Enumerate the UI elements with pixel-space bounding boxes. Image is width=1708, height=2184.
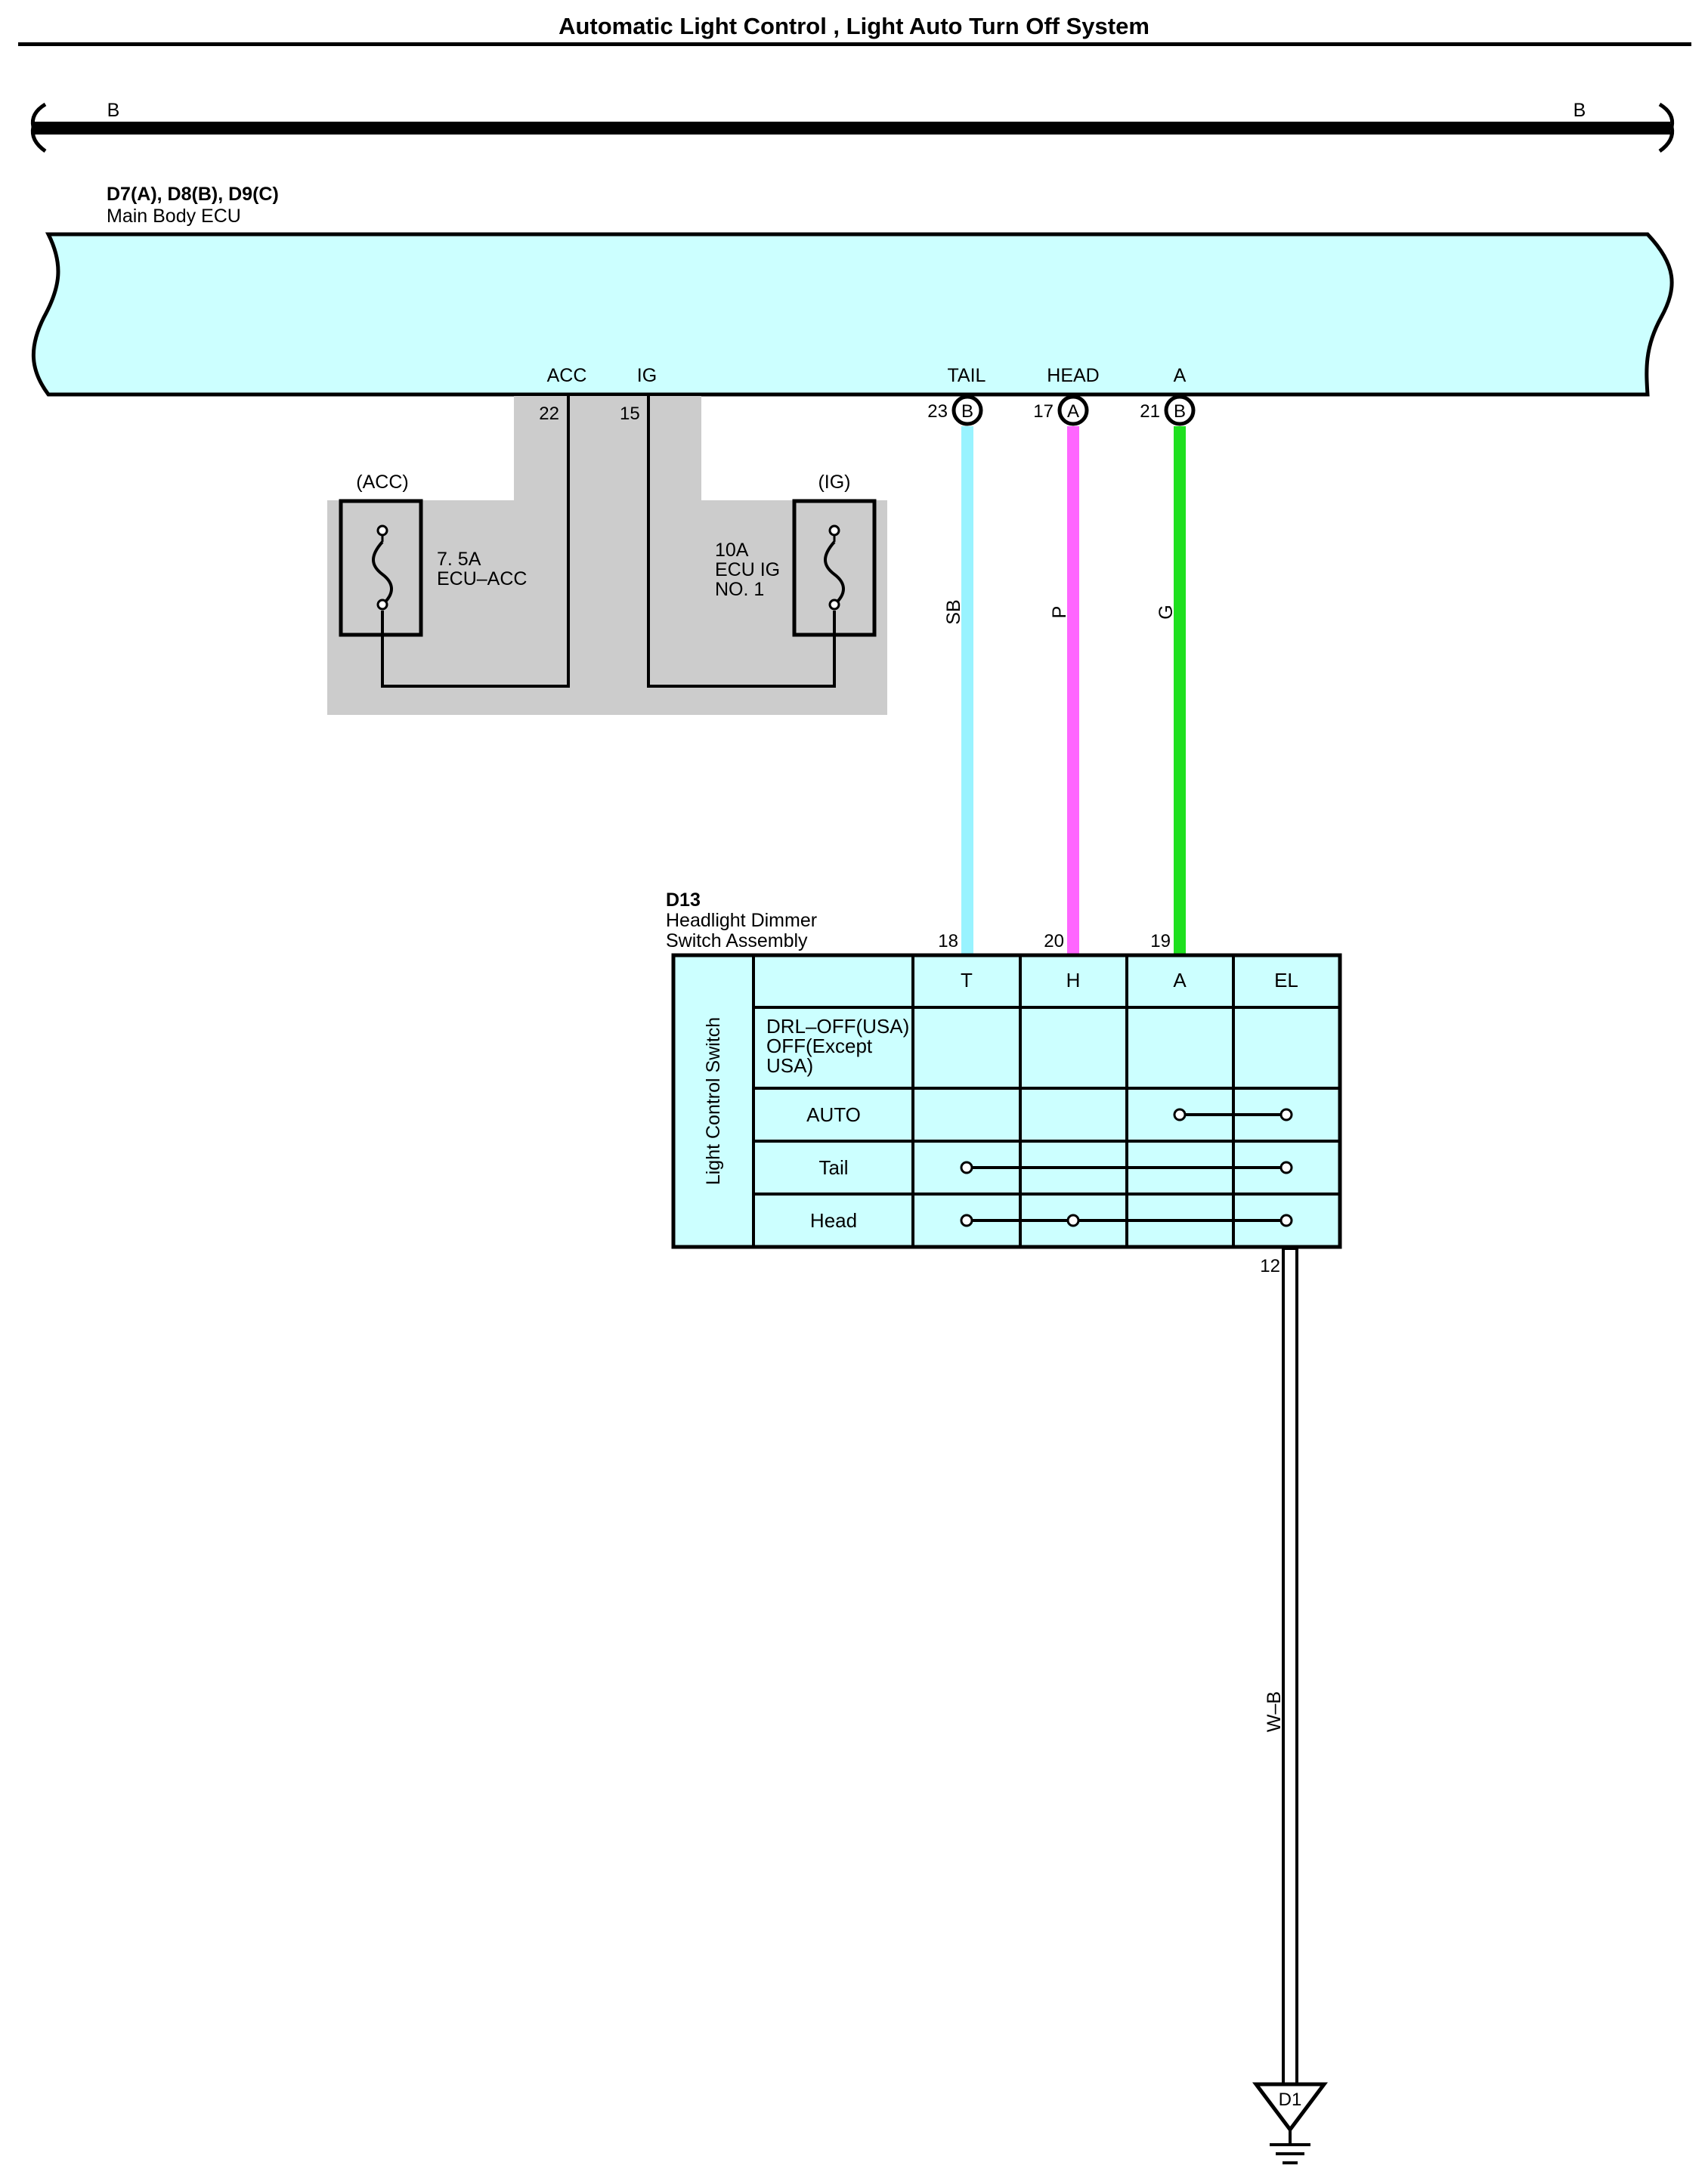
- fuse-ig-rating: 10A: [715, 540, 749, 561]
- signal-wires: SB P G: [943, 426, 1186, 955]
- ecu-pin-name-a: A: [1174, 365, 1187, 386]
- fuse-acc-terminal-top: [376, 524, 388, 537]
- switch-row-off-line2: OFF(Except: [766, 1035, 873, 1057]
- switch-grid: [753, 955, 1340, 1247]
- switch-contact-dot: [960, 1214, 973, 1227]
- ecu-pin-number-ig: 15: [620, 404, 640, 424]
- fuse-ig-terminal-top: [828, 524, 840, 537]
- ecu-code: D7(A), D8(B), D9(C): [107, 184, 279, 205]
- ground-label: D1: [1279, 2090, 1302, 2110]
- ecu-block: D7(A), D8(B), D9(C) Main Body ECU ACC IG…: [31, 184, 1674, 397]
- switch-col-h: H: [1066, 969, 1081, 991]
- ecu-pin-number-head: 17: [1033, 401, 1054, 422]
- title-rule: [18, 42, 1691, 46]
- switch-contact-dot: [1173, 1108, 1187, 1121]
- wire-sb: [961, 426, 973, 955]
- junction-block: [327, 396, 887, 715]
- fuse-ig-source: (IG): [818, 472, 850, 493]
- bus-right-bracket: [1658, 102, 1675, 153]
- switch-pin-19: 19: [1150, 931, 1171, 951]
- ecu-pin-name-acc: ACC: [547, 365, 587, 386]
- switch-pin-18: 18: [938, 931, 958, 951]
- fuse-ig-name-line1: ECU IG: [715, 559, 780, 580]
- switch-pin-12: 12: [1260, 1256, 1280, 1276]
- fuse-ig: (IG) 10A ECU IG NO. 1: [715, 472, 877, 637]
- switch-body: [671, 953, 1342, 1249]
- switch-name-line2: Switch Assembly: [666, 930, 808, 951]
- switch-header: D13 Headlight Dimmer Switch Assembly 18 …: [666, 889, 1171, 951]
- fuse-ig-symbol: [824, 540, 845, 606]
- switch-row-auto: AUTO: [806, 1103, 861, 1126]
- fuse-acc-box: [339, 499, 423, 637]
- switch-pin-20: 20: [1044, 931, 1064, 951]
- page-title: Automatic Light Control , Light Auto Tur…: [559, 13, 1149, 39]
- ecu-pin-name-ig: IG: [637, 365, 657, 386]
- junction-area: 22 15: [327, 396, 887, 715]
- ecu-name: Main Body ECU: [107, 206, 241, 227]
- fuse-ig-name-line2: NO. 1: [715, 579, 764, 600]
- ig-fuse-wire: [647, 396, 836, 688]
- ecu-body: [31, 232, 1674, 397]
- switch-code: D13: [666, 889, 701, 911]
- ecu-pin-number-tail: 23: [927, 401, 948, 422]
- connector-tail: [951, 394, 983, 426]
- switch-table: Light Control Switch T H A EL DRL–OFF(US…: [671, 953, 1342, 1249]
- wire-g: [1174, 426, 1186, 955]
- switch-row-tail: Tail: [818, 1156, 848, 1179]
- ecu-pin-name-head: HEAD: [1047, 365, 1099, 386]
- wire-sb-label: SB: [943, 599, 964, 624]
- switch-row-off-line3: USA): [766, 1054, 813, 1077]
- connector-tail-id: B: [961, 401, 973, 422]
- switch-contact-dot: [1066, 1214, 1080, 1227]
- fuse-ig-terminal-bottom: [828, 599, 840, 611]
- switch-connections: [960, 1108, 1293, 1227]
- ecu-pin-number-a: 21: [1140, 401, 1160, 422]
- switch-row-off-line1: DRL–OFF(USA): [766, 1015, 909, 1038]
- fuse-acc-symbol: [372, 540, 393, 606]
- wire-p-label: P: [1049, 606, 1070, 619]
- bus-line: [33, 122, 1670, 135]
- wire-p: [1067, 426, 1079, 955]
- switch-name-line1: Headlight Dimmer: [666, 910, 817, 931]
- fuse-acc-terminal-bottom: [376, 599, 388, 611]
- ground-wire-group: 12 W–B D1: [1252, 1247, 1328, 2164]
- ecu-pin-number-acc: 22: [539, 404, 559, 424]
- fuse-acc-source: (ACC): [356, 472, 408, 493]
- bus-bar: B B: [30, 100, 1675, 153]
- switch-side-label: Light Control Switch: [703, 1017, 724, 1185]
- switch-contact-dot: [1279, 1161, 1293, 1174]
- fuse-acc-rating: 7. 5A: [437, 549, 481, 570]
- bus-left-bracket: [30, 102, 47, 153]
- connector-head-id: A: [1067, 401, 1079, 422]
- bus-right-label: B: [1573, 100, 1586, 121]
- ground-connector: [1252, 2082, 1328, 2133]
- fuse-ig-box: [792, 499, 877, 637]
- switch-contact-dot: [960, 1161, 973, 1174]
- ecu-connectors: 23 B 17 A 21 B: [927, 394, 1196, 426]
- acc-fuse-wire: [381, 396, 570, 688]
- fuse-acc-name: ECU–ACC: [437, 568, 527, 589]
- fuse-acc: (ACC) 7. 5A ECU–ACC: [339, 472, 527, 637]
- switch-col-a: A: [1173, 969, 1187, 991]
- wire-w-b-label: W–B: [1264, 1691, 1285, 1732]
- wire-w-b: [1282, 1247, 1298, 2087]
- wire-g-label: G: [1156, 605, 1177, 619]
- switch-contact-dot: [1279, 1214, 1293, 1227]
- connector-a: [1164, 394, 1196, 426]
- switch-col-t: T: [961, 969, 973, 991]
- ecu-pin-name-tail: TAIL: [948, 365, 986, 386]
- bus-left-label: B: [107, 100, 120, 121]
- connector-head: [1057, 394, 1089, 426]
- connector-a-id: B: [1174, 401, 1186, 422]
- switch-col-el: EL: [1274, 969, 1298, 991]
- switch-row-head: Head: [810, 1209, 857, 1232]
- switch-contact-dot: [1279, 1108, 1293, 1121]
